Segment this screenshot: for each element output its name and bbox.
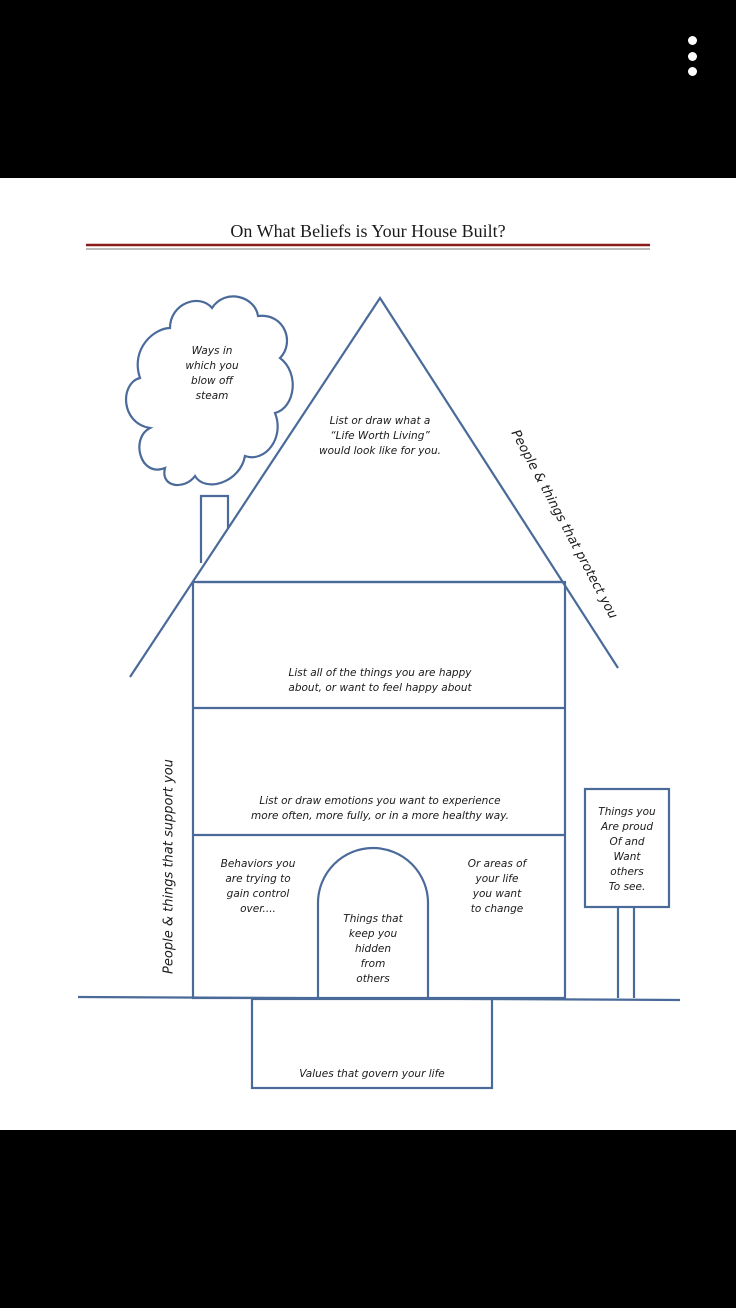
more-dot-icon <box>687 67 697 76</box>
areas-text: Or areas of your life you want to change <box>467 858 527 915</box>
more-options-button[interactable] <box>676 34 708 78</box>
floor-middle-text: List or draw emotions you want to experi… <box>251 795 509 822</box>
cloud-text: Ways in which you blow off steam <box>185 345 239 402</box>
more-dot-icon <box>687 51 697 61</box>
steam-cloud <box>125 295 294 486</box>
chimney <box>199 494 230 563</box>
door <box>316 846 430 998</box>
door-text: Things that keep you hidden from others <box>343 913 403 985</box>
viewer-top-bar <box>0 0 736 178</box>
foundation-text: Values that govern your life <box>299 1068 445 1080</box>
roof-lines <box>129 295 619 678</box>
floor-upper-text: List all of the things you are happy abo… <box>288 667 472 694</box>
sign-board <box>583 787 671 909</box>
behaviors-text: Behaviors you are trying to gain control… <box>220 858 296 915</box>
foundation <box>250 997 494 1090</box>
more-dot-icon <box>687 36 697 45</box>
worksheet-image: On What Beliefs is Your House Built? Way… <box>0 178 736 1130</box>
roof-text: List or draw what a “Life Worth Living” … <box>319 415 441 457</box>
sign-text: Things you Are proud Of and Want others … <box>598 806 656 893</box>
worksheet-title: On What Beliefs is Your House Built? <box>230 221 506 241</box>
support-side-label: People & things that support you <box>161 759 177 974</box>
viewer-bottom-bar <box>0 1130 736 1308</box>
house-drawing <box>77 243 681 1090</box>
